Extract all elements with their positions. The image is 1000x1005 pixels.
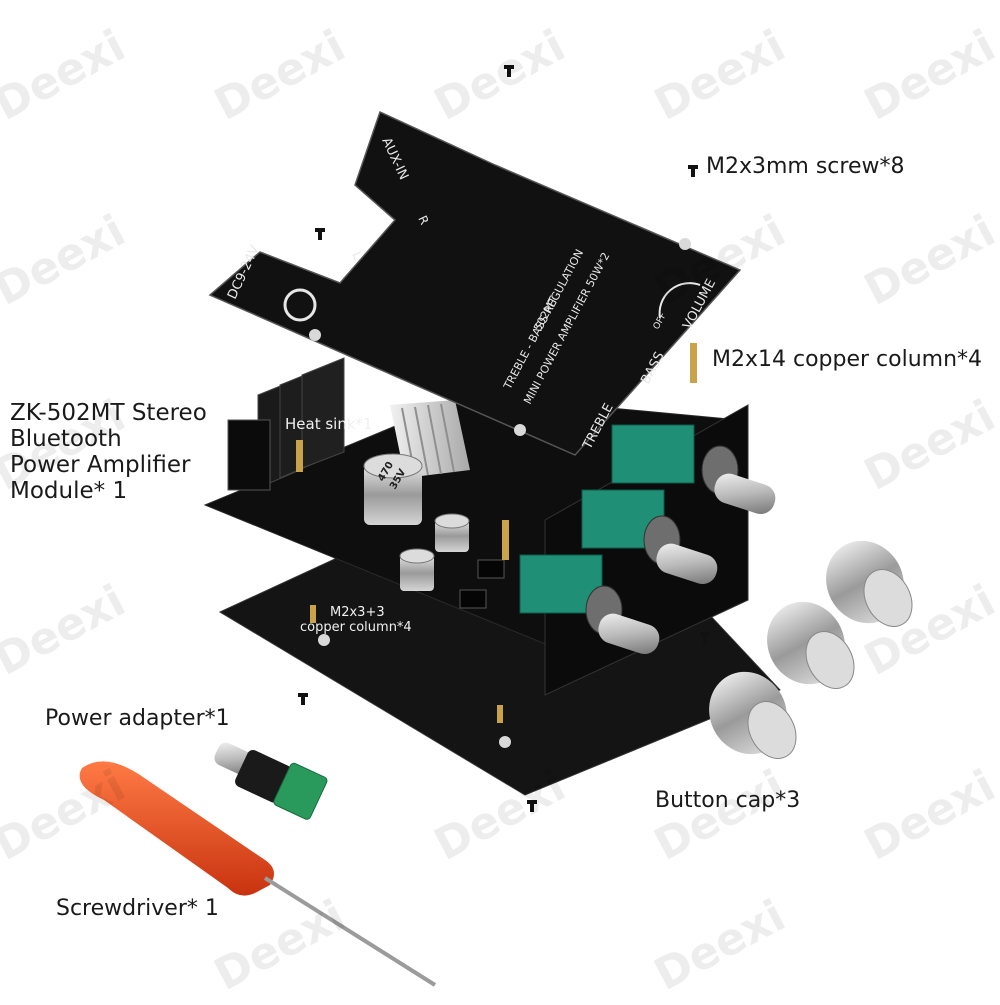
power-adapter-label: Power adapter*1: [45, 706, 230, 731]
button-cap: [767, 601, 855, 689]
ic-chip: [477, 559, 505, 579]
copper-column-3-label: M2x3+3 copper column*4: [300, 605, 412, 635]
mounting-hole: [318, 634, 330, 646]
copper-column-14-label: M2x14 copper column*4: [712, 347, 983, 372]
capacitor-large: [363, 453, 423, 525]
module-label-line: Power Amplifier: [10, 452, 191, 478]
copper-column: [296, 440, 303, 472]
copper-column-3-label-line: M2x3+3: [330, 605, 385, 620]
screw-label: M2x3mm screw*8: [706, 154, 905, 179]
copper-column: [502, 520, 509, 560]
power-symbol: [283, 288, 317, 322]
capacitor-small: [434, 513, 470, 552]
button-cap-label: Button cap*3: [655, 788, 801, 813]
ic-chip: [459, 589, 487, 609]
copper-column: [310, 605, 316, 623]
volume-arc: [658, 282, 701, 319]
screw-icon: [688, 165, 698, 177]
screw-icon: [504, 65, 514, 77]
button-cap: [709, 671, 797, 759]
screwdriver: [79, 761, 437, 987]
copper-column: [690, 343, 697, 383]
module-label-line: Bluetooth: [10, 426, 122, 452]
dc-jack: [227, 419, 271, 491]
mounting-hole: [514, 424, 526, 436]
screw-icon: [315, 228, 325, 240]
copper-column-3-label-line: copper column*4: [300, 620, 412, 635]
copper-column: [497, 705, 503, 723]
mounting-hole: [499, 736, 511, 748]
screw-icon: [527, 800, 537, 812]
potentiometer-treble: [519, 554, 660, 655]
button-cap: [826, 540, 913, 627]
module-label: ZK-502MT Stereo Bluetooth Power Amplifie…: [10, 400, 207, 504]
potentiometer-volume: [611, 424, 776, 515]
screw-icon: [298, 693, 308, 705]
mounting-hole: [679, 238, 691, 250]
capacitor-small: [399, 548, 435, 591]
power-adapter: [214, 742, 328, 820]
potentiometer-bass: [581, 489, 718, 585]
heat-sink-label: Heat sink*1: [285, 415, 373, 433]
mounting-hole: [309, 329, 321, 341]
module-label-line: Module* 1: [10, 478, 128, 504]
module-label-line: ZK-502MT Stereo: [10, 400, 207, 426]
screwdriver-label: Screwdriver* 1: [56, 896, 219, 921]
top-plate: [208, 110, 742, 456]
screw-icon: [700, 632, 710, 644]
